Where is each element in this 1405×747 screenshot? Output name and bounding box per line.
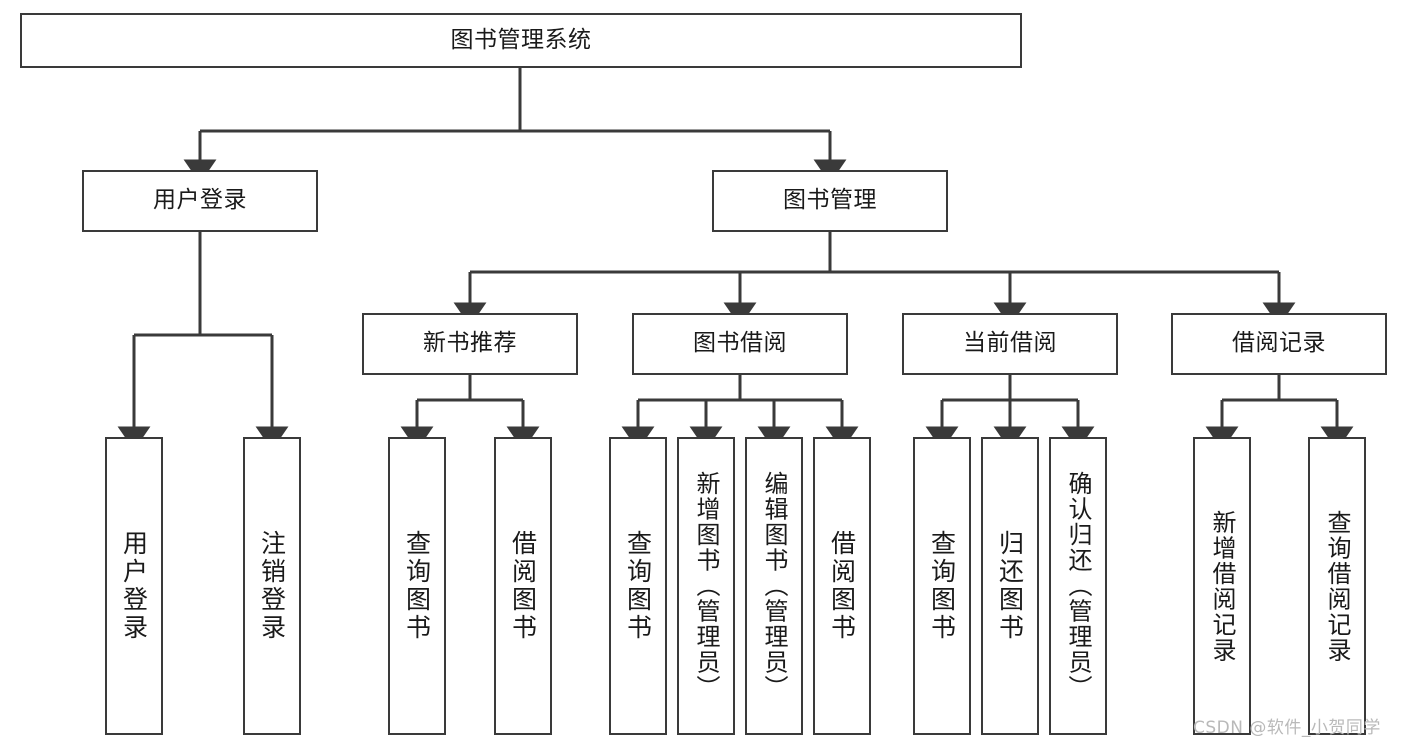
node-label: 借阅记录 bbox=[1232, 330, 1326, 357]
node-book-borrow[interactable]: 图书借阅 bbox=[632, 313, 848, 375]
node-label: 确认归还（管理员） bbox=[1064, 471, 1092, 701]
node-label: 用户登录 bbox=[153, 187, 247, 214]
leaf-borrow-record-add[interactable]: 新增借阅记录 bbox=[1193, 437, 1251, 735]
leaf-new-book-query[interactable]: 查询图书 bbox=[388, 437, 446, 735]
leaf-user-login-signin[interactable]: 用户登录 bbox=[105, 437, 163, 735]
node-label: 当前借阅 bbox=[963, 330, 1057, 357]
node-label: 借阅图书 bbox=[508, 530, 538, 642]
leaf-book-borrow-edit[interactable]: 编辑图书（管理员） bbox=[745, 437, 803, 735]
node-label: 查询借阅记录 bbox=[1323, 509, 1351, 663]
node-label: 查询图书 bbox=[402, 530, 432, 642]
node-label: 图书借阅 bbox=[693, 330, 787, 357]
csdn-watermark: CSDN @软件_小贺同学 bbox=[1193, 718, 1381, 738]
node-label: 借阅图书 bbox=[827, 530, 857, 642]
node-label: 查询图书 bbox=[927, 530, 957, 642]
node-label: 新增图书（管理员） bbox=[692, 471, 720, 701]
node-label: 编辑图书（管理员） bbox=[760, 471, 788, 701]
leaf-user-login-signout[interactable]: 注销登录 bbox=[243, 437, 301, 735]
node-label: 图书管理系统 bbox=[450, 26, 592, 53]
node-current-borrow[interactable]: 当前借阅 bbox=[902, 313, 1118, 375]
leaf-new-book-borrow[interactable]: 借阅图书 bbox=[494, 437, 552, 735]
node-label: 用户登录 bbox=[119, 530, 149, 642]
node-label: 查询图书 bbox=[623, 530, 653, 642]
node-label: 新增借阅记录 bbox=[1208, 509, 1236, 663]
leaf-book-borrow-borrow[interactable]: 借阅图书 bbox=[813, 437, 871, 735]
node-label: 归还图书 bbox=[995, 530, 1025, 642]
node-label: 新书推荐 bbox=[423, 330, 517, 357]
node-root-system[interactable]: 图书管理系统 bbox=[20, 13, 1022, 68]
node-label: 注销登录 bbox=[257, 530, 287, 642]
node-new-book-recommend[interactable]: 新书推荐 bbox=[362, 313, 578, 375]
leaf-current-borrow-return[interactable]: 归还图书 bbox=[981, 437, 1039, 735]
leaf-book-borrow-query[interactable]: 查询图书 bbox=[609, 437, 667, 735]
node-book-management[interactable]: 图书管理 bbox=[712, 170, 948, 232]
leaf-book-borrow-add[interactable]: 新增图书（管理员） bbox=[677, 437, 735, 735]
node-label: 图书管理 bbox=[783, 187, 877, 214]
leaf-current-borrow-query[interactable]: 查询图书 bbox=[913, 437, 971, 735]
leaf-current-borrow-confirm-return[interactable]: 确认归还（管理员） bbox=[1049, 437, 1107, 735]
node-borrow-record[interactable]: 借阅记录 bbox=[1171, 313, 1387, 375]
leaf-borrow-record-query[interactable]: 查询借阅记录 bbox=[1308, 437, 1366, 735]
node-user-login[interactable]: 用户登录 bbox=[82, 170, 318, 232]
